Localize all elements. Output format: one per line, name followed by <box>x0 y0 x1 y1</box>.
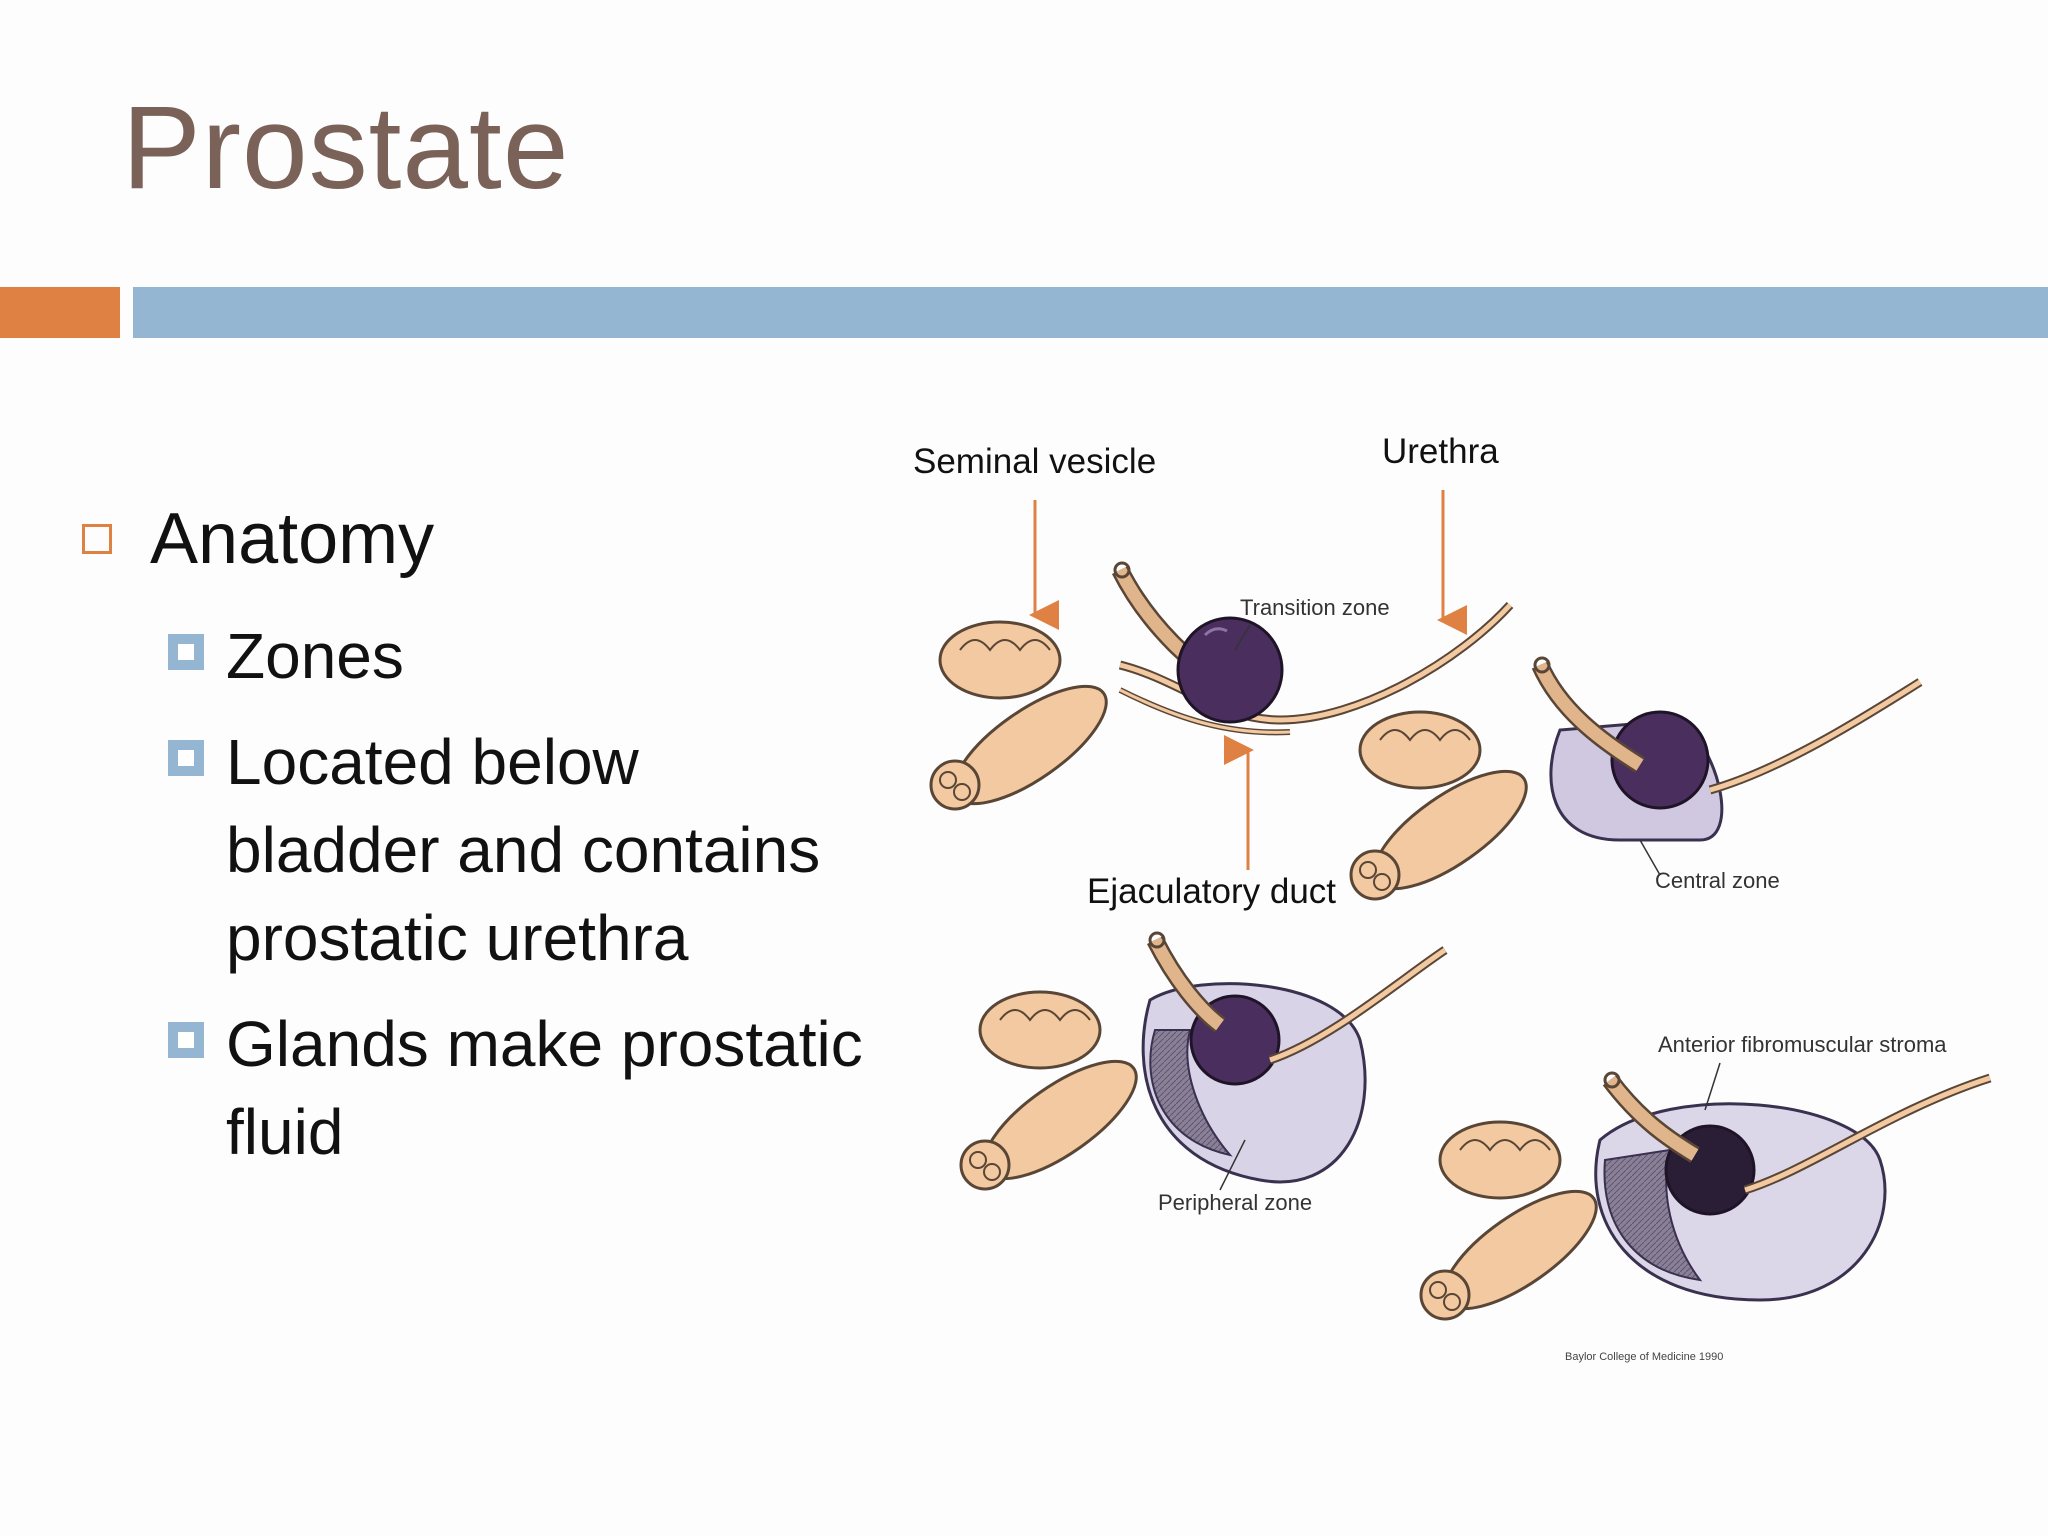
square-bullet-icon <box>168 1022 204 1058</box>
sub-bullet-zones: Zones <box>168 612 926 700</box>
prostate-illustration: Transition zone <box>929 490 1992 1363</box>
transition-zone-label: Transition zone <box>1240 595 1390 620</box>
label-urethra: Urethra <box>1382 432 1499 471</box>
sub-bullet-glands: Glands make prostatic fluid <box>168 1000 926 1176</box>
sub-bullet-location: Located below bladder and contains prost… <box>168 718 866 982</box>
square-bullet-icon <box>168 740 204 776</box>
seminal-vesicle-drawing <box>959 990 1138 1191</box>
seminal-vesicle-drawing <box>1349 710 1528 901</box>
sub-bullet-text: Glands make prostatic fluid <box>226 1008 863 1168</box>
hollow-square-bullet-icon <box>82 524 112 554</box>
seminal-vesicle-drawing <box>1419 1120 1598 1321</box>
square-bullet-icon <box>168 634 204 670</box>
panel-anterior-stroma: Anterior fibromuscular stroma Baylor Col… <box>1419 1032 1992 1363</box>
label-seminal-vesicle: Seminal vesicle <box>913 442 1157 481</box>
central-zone-label: Central zone <box>1655 868 1780 893</box>
accent-bar-blue <box>133 287 2048 338</box>
anterior-stroma-label: Anterior fibromuscular stroma <box>1658 1032 1947 1057</box>
accent-bar-orange <box>0 287 120 338</box>
sub-bullet-text: Located below bladder and contains prost… <box>226 726 821 974</box>
panel-transition-zone: Transition zone <box>929 561 1514 811</box>
figure-credit: Baylor College of Medicine 1990 <box>1565 1351 1723 1363</box>
peripheral-zone-label: Peripheral zone <box>1158 1190 1312 1215</box>
transition-zone-shape <box>1176 616 1284 724</box>
bullet-text: Anatomy <box>150 499 435 579</box>
panel-peripheral-zone: Peripheral zone <box>959 931 1448 1215</box>
prostate-zones-figure: Transition zone <box>900 420 2020 1380</box>
seminal-vesicle-drawing <box>929 620 1108 811</box>
panel-central-zone: Central zone <box>1349 656 1923 901</box>
label-ejaculatory-duct: Ejaculatory duct <box>1087 872 1337 911</box>
slide-title: Prostate <box>122 82 570 214</box>
bullet-anatomy: Anatomy <box>82 498 434 580</box>
sub-bullet-text: Zones <box>226 620 404 692</box>
